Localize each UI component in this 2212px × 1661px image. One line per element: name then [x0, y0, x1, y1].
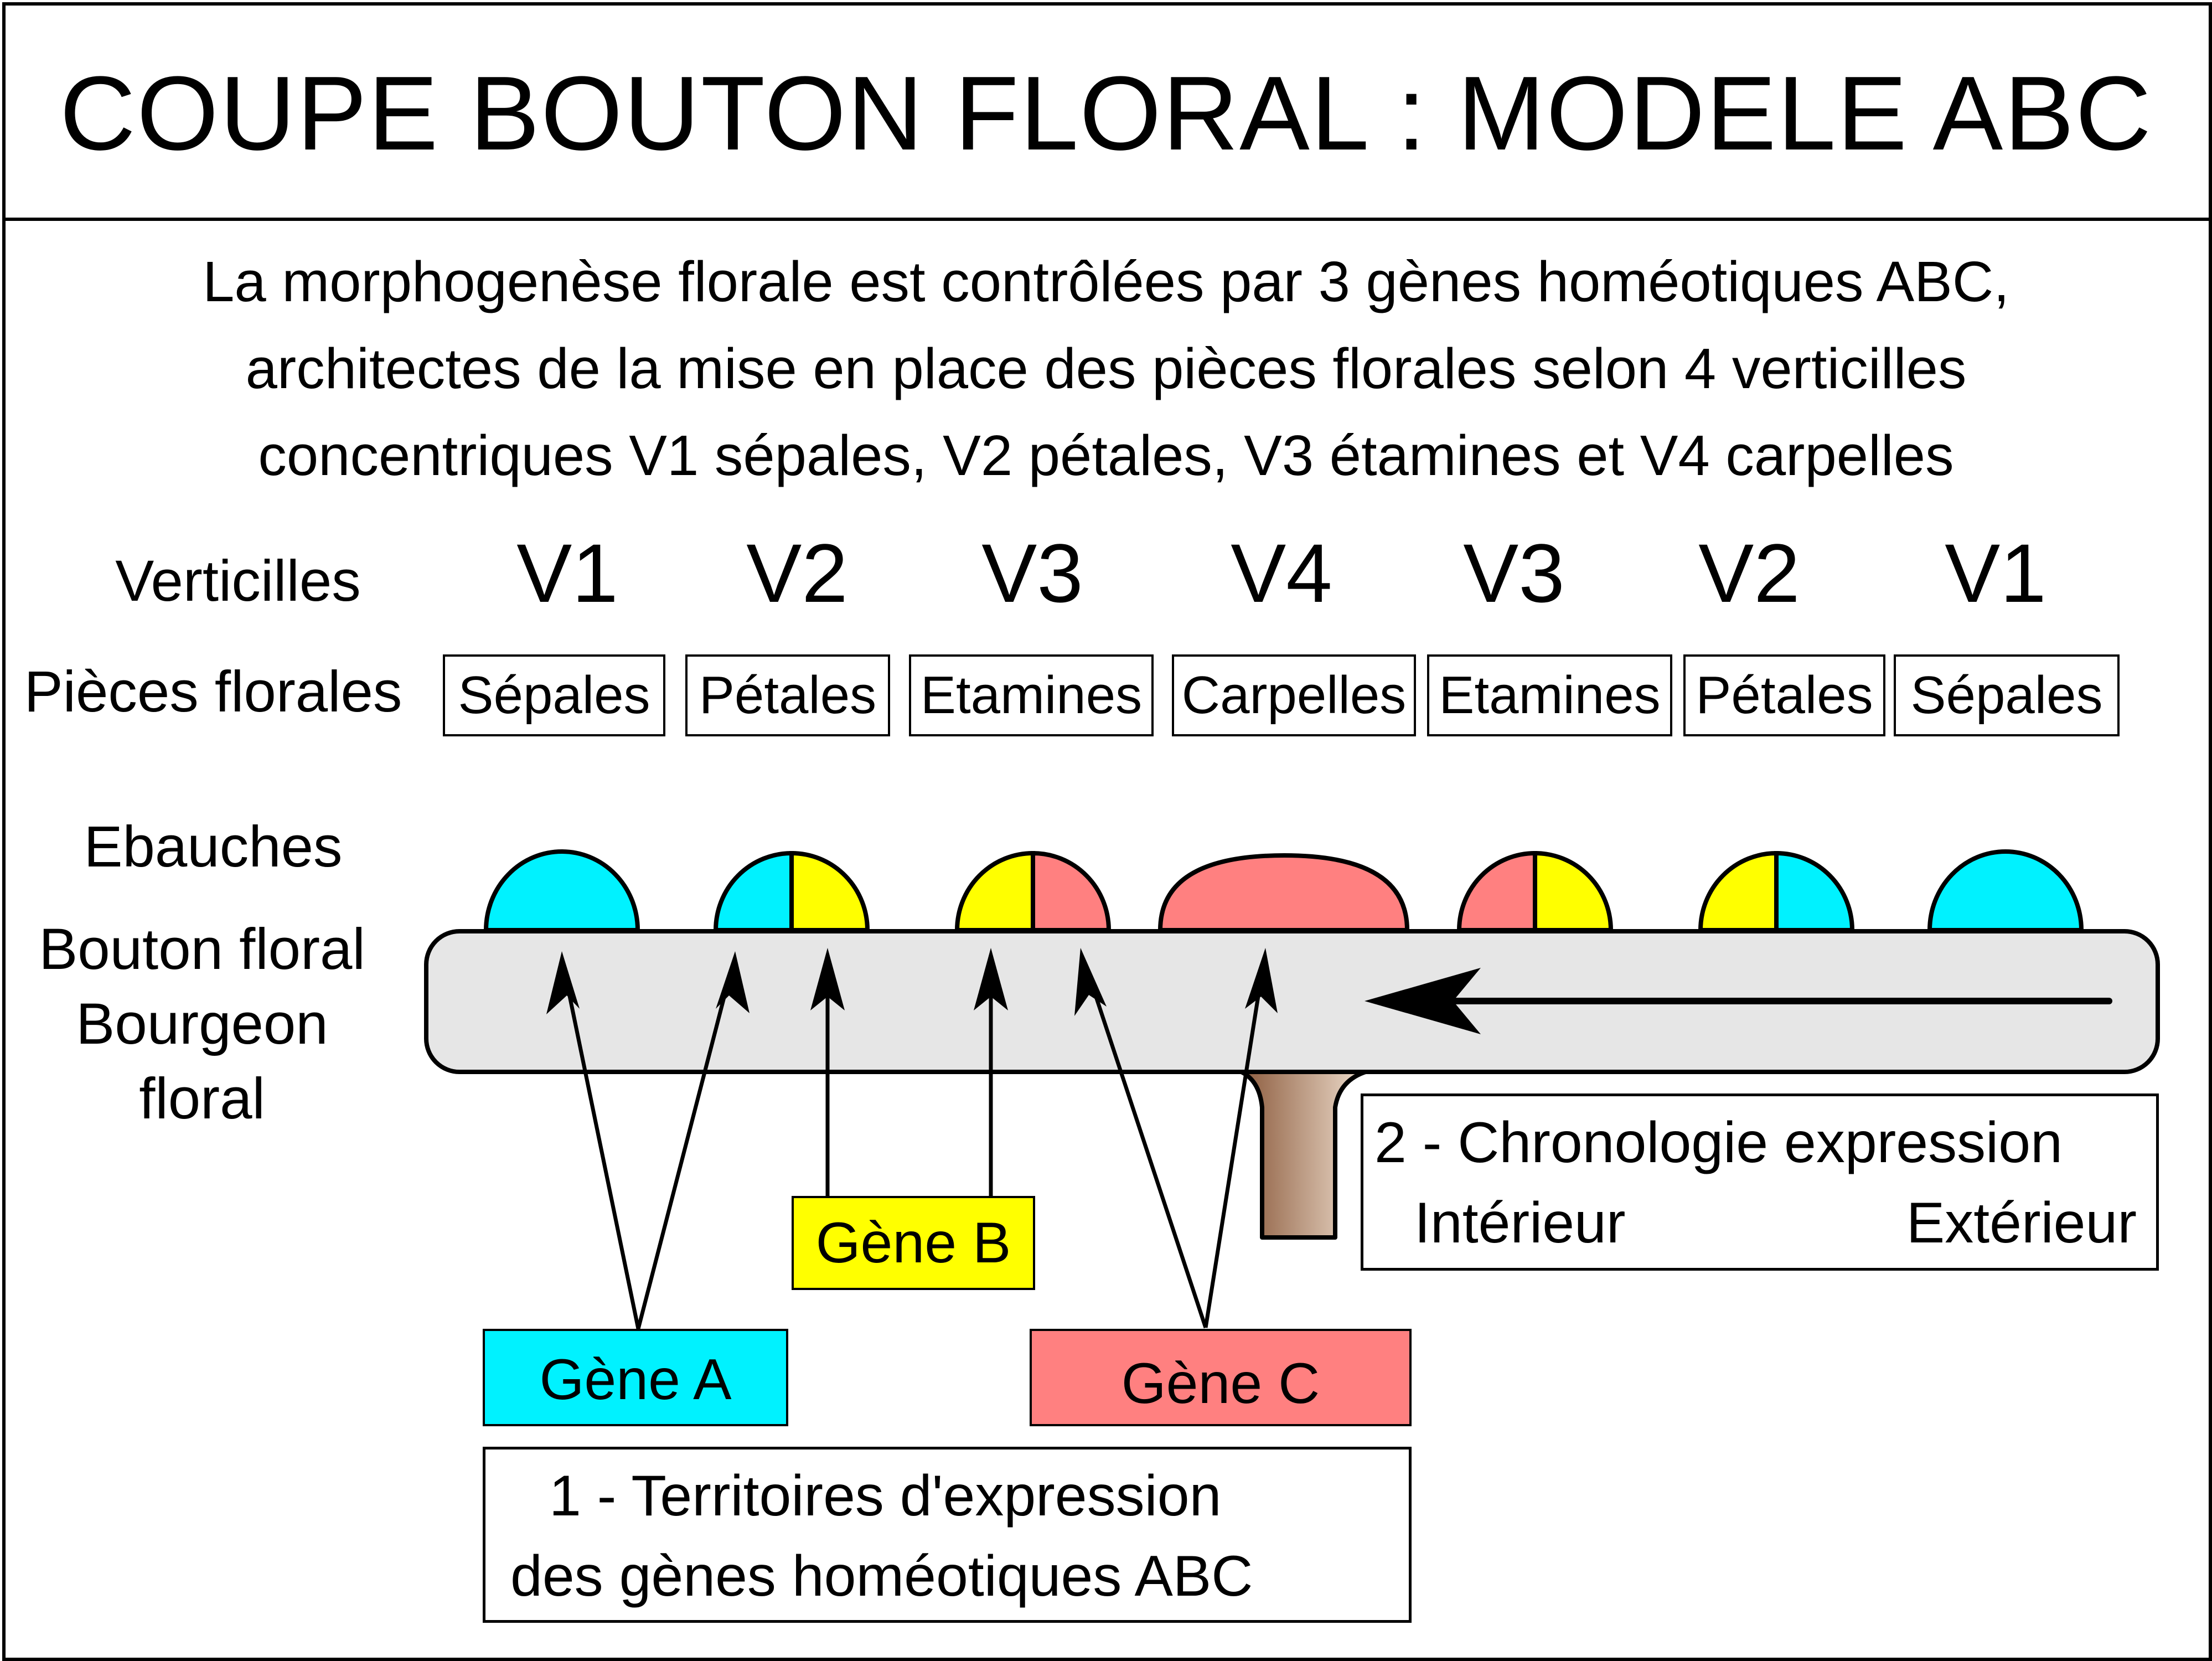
- verticille-2-left: V2: [746, 527, 848, 620]
- piece-sepales-left: Sépales: [443, 654, 665, 736]
- gene-a-arrowhead-v1: [546, 951, 580, 1014]
- gene-a-arrow-v1: [562, 971, 640, 1329]
- territoires-line-2: des gènes homéotiques ABC: [510, 1544, 1253, 1608]
- territoires-box: 1 - Territoires d'expression des gènes h…: [483, 1447, 1412, 1623]
- gene-a-arrow-v2: [636, 971, 733, 1329]
- receptacle-bar: [424, 929, 2160, 1074]
- label-bourgeon: Bourgeon: [76, 992, 328, 1056]
- chronologie-title: 2 - Chronologie expression: [1374, 1111, 2063, 1175]
- gene-a-arrowhead-v2: [716, 951, 750, 1013]
- piece-etamines-right: Etamines: [1427, 654, 1672, 736]
- intro-text: La morphogenèse florale est contrôlées p…: [22, 238, 2190, 499]
- piece-sepales-right: Sépales: [1894, 654, 2120, 736]
- piece-petales-right: Pétales: [1683, 654, 1885, 736]
- chronology-arrow-head: [1365, 968, 1481, 1034]
- label-ebauches: Ebauches: [84, 814, 343, 879]
- chronologie-exterieur: Extérieur: [1906, 1191, 2137, 1255]
- intro-line-3: concentriques V1 sépales, V2 pétales, V3…: [258, 424, 1954, 487]
- intro-line-2: architectes de la mise en place des pièc…: [245, 337, 1967, 400]
- label-verticilles: Verticilles: [115, 549, 361, 613]
- chronologie-interieur: Intérieur: [1414, 1191, 1626, 1255]
- verticille-4: V4: [1231, 527, 1332, 620]
- gene-b-arrowhead-v2: [810, 948, 845, 1010]
- territoires-line-1: 1 - Territoires d'expression: [549, 1464, 1222, 1528]
- gene-c-arrowhead-v3: [1074, 948, 1107, 1016]
- gene-a-label: Gène A: [539, 1348, 732, 1412]
- verticille-3-right: V3: [1463, 527, 1565, 620]
- gene-a-box: Gène A: [483, 1329, 788, 1426]
- gene-c-arrowhead-v4: [1245, 948, 1278, 1013]
- gene-b-label: Gène B: [815, 1211, 1011, 1275]
- gene-c-label: Gène C: [1121, 1352, 1320, 1416]
- floral-stem: [1238, 1069, 1369, 1240]
- piece-carpelles: Carpelles: [1172, 654, 1416, 736]
- primordium-v3-right: [1456, 850, 1614, 932]
- primordium-v4: [1157, 853, 1410, 932]
- gene-b-arrowhead-v3: [974, 948, 1008, 1010]
- label-pieces-florales: Pièces florales: [24, 659, 402, 724]
- verticille-1-left: V1: [516, 527, 618, 620]
- piece-petales-left: Pétales: [685, 654, 890, 736]
- gene-c-arrow-v4: [1203, 971, 1264, 1328]
- intro-line-1: La morphogenèse florale est contrôlées p…: [203, 250, 2009, 313]
- chronologie-box: 2 - Chronologie expression Intérieur Ext…: [1361, 1093, 2159, 1271]
- title-separator: [2, 218, 2212, 221]
- primordium-v3-left: [954, 850, 1112, 932]
- gene-c-arrow-v3: [1086, 971, 1208, 1329]
- gene-c-box: Gène C: [1030, 1329, 1412, 1426]
- gene-b-box: Gène B: [792, 1196, 1035, 1290]
- page-title: COUPE BOUTON FLORAL : MODELE ABC: [59, 55, 2153, 172]
- verticille-3-left: V3: [981, 527, 1083, 620]
- verticille-1-right: V1: [1945, 527, 2046, 620]
- primordium-v2-left: [713, 850, 870, 932]
- piece-etamines-left: Etamines: [909, 654, 1154, 736]
- verticille-2-right: V2: [1698, 527, 1800, 620]
- label-floral: floral: [139, 1066, 265, 1131]
- primordium-v1-right: [1927, 849, 2084, 932]
- primordium-v1-left: [483, 849, 640, 932]
- label-bouton-floral: Bouton floral: [39, 917, 365, 982]
- primordium-v2-right: [1698, 850, 1855, 932]
